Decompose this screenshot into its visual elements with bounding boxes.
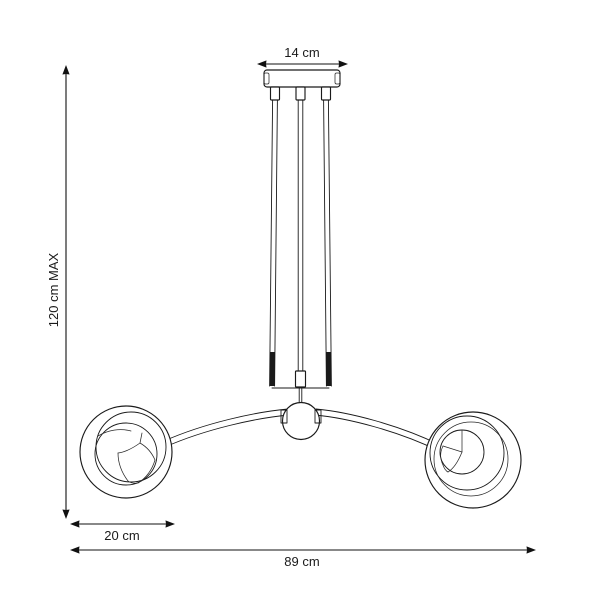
shade-diameter-label: 20 cm bbox=[104, 528, 139, 543]
rod-left-edge-a bbox=[269, 99, 274, 387]
dimension-total-width: 89 cm bbox=[70, 546, 536, 569]
right-curved-arm bbox=[314, 408, 441, 452]
right-bulb-seam-e bbox=[442, 464, 449, 473]
canopy-connector-left bbox=[269, 86, 281, 101]
left-bulb-seam-c bbox=[117, 452, 129, 482]
canopy-width-label: 14 cm bbox=[284, 45, 319, 60]
canopy-connector-center bbox=[295, 86, 306, 101]
left-bulb-seam-d bbox=[137, 459, 156, 484]
right-bulb-seam-b bbox=[442, 445, 463, 453]
hub-collar-right bbox=[314, 409, 322, 424]
rod-left-edge-b bbox=[274, 99, 278, 387]
right-head-inner-ring bbox=[429, 415, 505, 491]
left-curved-arm bbox=[163, 408, 290, 448]
rod-right-edge-a bbox=[323, 99, 327, 387]
right-lamp-head bbox=[424, 411, 522, 509]
canopy-connector-right bbox=[320, 86, 332, 101]
suspension-rods bbox=[269, 99, 332, 403]
right-head-inner-contour bbox=[433, 421, 509, 497]
hub-collar-left bbox=[280, 409, 288, 424]
left-arm-edge-top bbox=[163, 408, 289, 442]
right-head-outer-ring bbox=[424, 411, 522, 509]
canopy-cap-left bbox=[263, 72, 270, 85]
left-bulb-seam-e bbox=[127, 480, 139, 484]
canopy-cap-right bbox=[334, 72, 341, 85]
left-bulb-seam-b bbox=[139, 442, 156, 461]
rod-right-edge-b bbox=[327, 99, 332, 387]
dimension-drop-height: 120 cm MAX bbox=[46, 65, 70, 519]
left-head-bulb bbox=[94, 422, 158, 486]
left-lamp-head bbox=[79, 405, 173, 499]
center-sphere-hub bbox=[280, 401, 322, 441]
total-width-label: 89 cm bbox=[284, 554, 319, 569]
dimension-shade-diameter: 20 cm bbox=[70, 520, 175, 543]
dimension-canopy-width: 14 cm bbox=[257, 45, 348, 68]
rod-center-connector bbox=[294, 370, 307, 388]
left-arm-edge-bottom bbox=[164, 414, 290, 448]
left-bulb-seam-f bbox=[97, 429, 132, 437]
drop-height-label: 120 cm MAX bbox=[46, 252, 61, 327]
right-bulb-seam-c bbox=[447, 451, 463, 473]
right-arm-edge-bottom bbox=[314, 414, 440, 452]
rod-right-lower-dark bbox=[326, 352, 332, 386]
ceiling-canopy bbox=[263, 69, 341, 101]
rod-left-lower-dark bbox=[269, 352, 275, 386]
hub-sphere bbox=[281, 401, 321, 441]
right-bulb-seam-d bbox=[440, 445, 444, 466]
left-bulb-seam-g bbox=[139, 432, 143, 444]
left-bulb-seam-a bbox=[117, 442, 141, 454]
left-head-outer-ring bbox=[79, 405, 173, 499]
canopy-plate bbox=[263, 69, 341, 88]
right-arm-edge-top bbox=[315, 408, 441, 446]
